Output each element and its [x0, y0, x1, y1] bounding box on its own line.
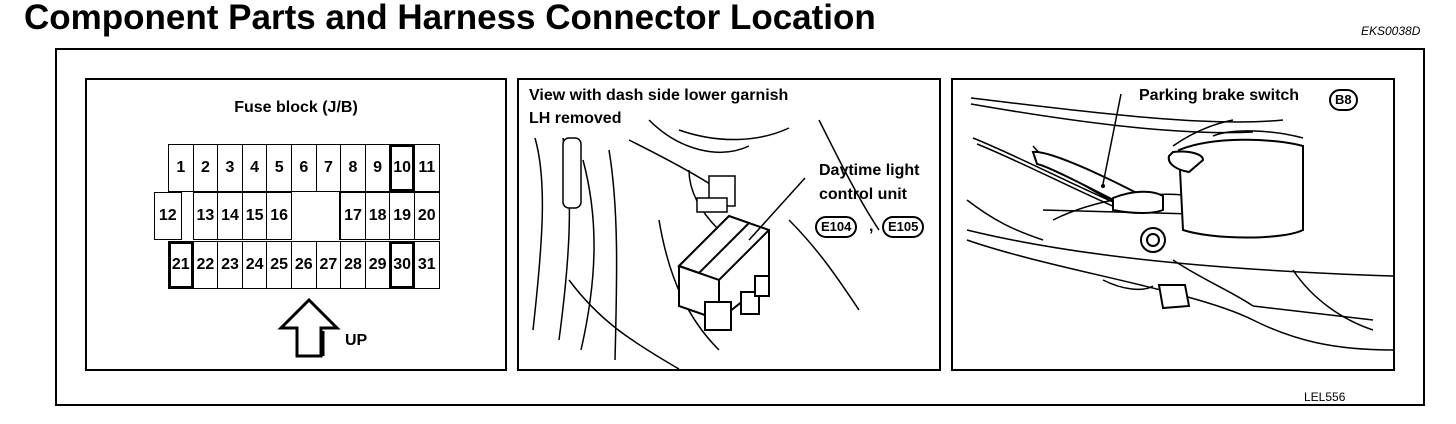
- dash-side-illustration: [532, 119, 880, 369]
- parking-brake-panel: Parking brake switch B8: [951, 78, 1395, 371]
- fuse-cell-9: 9: [364, 144, 391, 192]
- view-description-line-1: View with dash side lower garnish: [529, 87, 789, 104]
- fuse-cell-21: 21: [168, 241, 194, 289]
- fuse-cell-24: 24: [241, 241, 268, 289]
- up-label: UP: [345, 332, 368, 349]
- fuse-cell-7: 7: [315, 144, 342, 192]
- fuse-cell-6: 6: [291, 144, 317, 192]
- fuse-cell-13: 13: [192, 192, 219, 240]
- fuse-cell-23: 23: [217, 241, 243, 289]
- fuse-cell-10: 10: [389, 144, 415, 192]
- fuse-cell-4: 4: [241, 144, 268, 192]
- fuse-cell-26: 26: [291, 241, 317, 289]
- connector-e104-badge: E104: [815, 216, 858, 238]
- figure-reference-code: LEL556: [1304, 390, 1346, 404]
- daytime-unit-label-line-1: Daytime light: [819, 162, 920, 179]
- fuse-cell-3: 3: [217, 144, 243, 192]
- parking-brake-switch-label: Parking brake switch: [1139, 87, 1300, 104]
- fuse-cell-12: 12: [154, 192, 182, 240]
- daytime-unit-label-line-2: control unit: [819, 186, 907, 203]
- up-arrow-icon: [277, 298, 341, 358]
- diagram-frame: [55, 48, 1425, 406]
- fuse-cell-27: 27: [315, 241, 342, 289]
- fuse-block-title: Fuse block (J/B): [234, 99, 358, 116]
- page-title: Component Parts and Harness Connector Lo…: [24, 0, 876, 37]
- fuse-cell-19: 19: [389, 192, 415, 240]
- fuse-cell-29: 29: [364, 241, 391, 289]
- fuse-cell-11: 11: [414, 144, 440, 192]
- fuse-cell-25: 25: [266, 241, 292, 289]
- fuse-cell-16: 16: [266, 192, 292, 240]
- fuse-cell-1: 1: [168, 144, 194, 192]
- parking-brake-illustration: [966, 93, 1393, 351]
- connector-b8-badge: B8: [1329, 89, 1358, 111]
- fuse-cell-8: 8: [340, 144, 366, 192]
- fuse-cell-30: 30: [389, 241, 415, 289]
- fuse-cell-18: 18: [364, 192, 391, 240]
- fuse-cell-20: 20: [414, 192, 440, 240]
- connector-e105-badge: E105: [882, 216, 925, 238]
- view-description-line-2: LH removed: [529, 110, 622, 127]
- fuse-cell-31: 31: [414, 241, 440, 289]
- document-code: EKS0038D: [1361, 24, 1421, 38]
- daytime-light-panel: View with dash side lower garnish LH rem…: [517, 78, 941, 371]
- fuse-cell-22: 22: [192, 241, 219, 289]
- fuse-cell-28: 28: [340, 241, 366, 289]
- fuse-cell-2: 2: [192, 144, 219, 192]
- fuse-cell-5: 5: [266, 144, 292, 192]
- fuse-cell-17: 17: [340, 192, 366, 240]
- connector-separator: ,: [869, 218, 874, 235]
- fuse-cell-14: 14: [217, 192, 243, 240]
- fuse-empty-slot: [291, 192, 341, 240]
- fuse-cell-15: 15: [241, 192, 268, 240]
